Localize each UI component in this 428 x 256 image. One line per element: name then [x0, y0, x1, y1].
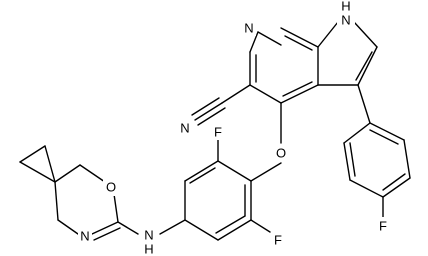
bond — [93, 227, 121, 241]
bond — [113, 193, 119, 223]
bond — [317, 21, 339, 48]
bond — [197, 107, 226, 126]
bond — [194, 102, 223, 121]
bond — [189, 167, 216, 184]
f-para-label: F — [379, 219, 387, 234]
bond — [382, 173, 406, 191]
bond — [280, 27, 319, 48]
pyridine-n-label: N — [244, 21, 253, 36]
ether-o-label: O — [276, 146, 286, 161]
oxazine-o-label: O — [106, 180, 116, 195]
bond — [19, 161, 56, 183]
bond — [282, 81, 313, 97]
bond — [280, 84, 319, 104]
bond-network — [19, 21, 411, 241]
f-top-label: F — [214, 125, 222, 140]
bond — [57, 219, 79, 235]
bond — [257, 31, 282, 46]
bond — [217, 160, 252, 182]
bond — [284, 35, 313, 51]
bond — [403, 139, 411, 179]
bond — [44, 145, 56, 183]
nitrile-n-label: N — [180, 121, 189, 136]
amine-n-label: N — [144, 228, 153, 243]
bond — [215, 215, 246, 234]
oxazine-n-label: N — [80, 229, 89, 244]
bond — [343, 142, 351, 181]
bond — [369, 129, 399, 145]
bond — [54, 181, 59, 221]
bond — [357, 46, 378, 86]
amine-h-label: H — [144, 242, 153, 256]
bond — [357, 84, 371, 124]
bond — [349, 142, 356, 177]
bond — [217, 219, 252, 241]
bond — [91, 221, 119, 235]
bond — [79, 164, 106, 183]
bond — [117, 221, 139, 235]
atom-labels: N H N N O F F F O N N H — [78, 0, 390, 256]
bond — [249, 84, 282, 104]
bond — [191, 97, 220, 116]
bond — [343, 122, 371, 144]
bond — [355, 51, 373, 81]
f-bottom-label: F — [274, 233, 282, 248]
bond — [382, 177, 411, 198]
bond — [184, 160, 219, 182]
bond — [184, 219, 219, 241]
pyrrole-h-label: H — [341, 0, 350, 14]
bond — [250, 219, 271, 233]
bond — [349, 179, 384, 198]
bond — [249, 31, 259, 53]
pyrrole-n-label: N — [341, 13, 350, 28]
bond — [159, 219, 186, 235]
bond — [221, 84, 251, 104]
bond — [250, 162, 282, 182]
bond — [369, 122, 405, 141]
bond — [19, 145, 46, 163]
bond — [54, 164, 81, 183]
bond — [353, 21, 378, 48]
